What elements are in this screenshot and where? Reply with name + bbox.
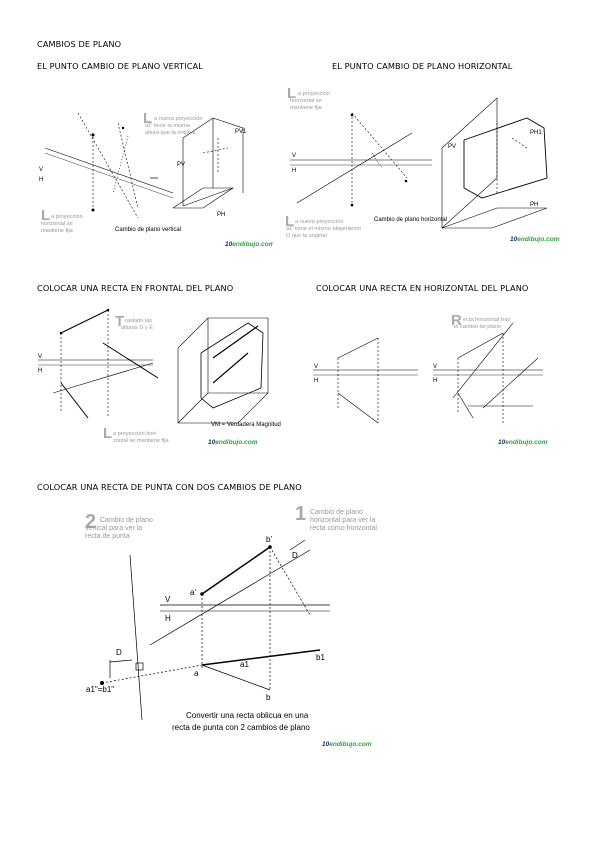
svg-text:2: 2: [85, 511, 96, 533]
fig2-logo: 10endibujo.com: [510, 236, 560, 243]
fig5-logo: 10endibujo.com: [322, 741, 372, 748]
svg-text:V: V: [433, 364, 437, 370]
svg-text:H: H: [433, 378, 437, 384]
figure-recta-frontal: T raslado las alturas D y E L a proyecci…: [38, 308, 281, 446]
section-title-frontal: COLOCAR UNA RECTA EN FRONTAL DEL PLANO: [37, 283, 234, 293]
fig1-note-bottom: a proyección horizontal se mantiene fija: [41, 214, 84, 234]
fig1-note-top-initial: L: [143, 110, 152, 127]
fig4-note-top-initial: R: [451, 312, 462, 329]
svg-text:b: b: [266, 693, 271, 702]
svg-text:D: D: [116, 648, 122, 657]
svg-text:a: a: [194, 669, 199, 678]
fig3-note-top-initial: T: [115, 313, 124, 330]
fig4-logo: 10endibujo.com: [498, 439, 548, 446]
fig1-caption: Cambio de plano vertical: [115, 227, 181, 233]
svg-text:a1: a1: [240, 660, 249, 669]
svg-text:b1: b1: [316, 653, 325, 662]
svg-text:V: V: [165, 595, 171, 604]
fig3-note-bottom: a proyección hori- zontal se mantiene fi…: [113, 431, 170, 444]
fig2-caption: Cambio de plano horizontal: [374, 217, 447, 223]
section-title-punta: COLOCAR UNA RECTA DE PUNTA CON DOS CAMBI…: [37, 482, 302, 492]
fig3-note-bottom-initial: L: [103, 425, 112, 442]
svg-text:V: V: [314, 364, 318, 370]
svg-text:V: V: [39, 167, 43, 173]
svg-text:D: D: [292, 551, 298, 560]
svg-text:V: V: [38, 354, 42, 360]
fig1-note-bottom-initial: L: [41, 207, 50, 224]
fig5-note-1: Cambio de plano horizontal para ver la r…: [310, 509, 377, 532]
fig2-note-bottom: a nueva proyección a1' tiene el mismo al…: [286, 219, 363, 239]
figure-vertical-plane-change: L a nueva proyección a1' tiene la misma …: [39, 110, 273, 248]
section-title-vertical: EL PUNTO CAMBIO DE PLANO VERTICAL: [37, 61, 203, 71]
fig1-label-pv1: PV1: [235, 129, 247, 135]
svg-text:H: H: [165, 614, 171, 623]
fig3-note-top: raslado las alturas D y E: [121, 318, 154, 331]
figure-recta-punta: 1 Cambio de plano horizontal para ver la…: [85, 503, 377, 748]
svg-text:V: V: [292, 153, 296, 159]
svg-text:b': b': [266, 535, 272, 544]
fig2-label-ph1: PH1: [530, 130, 542, 136]
fig1-label-pv: PV: [177, 162, 185, 168]
fig2-label-pv: PV: [448, 144, 456, 150]
svg-text:1: 1: [295, 503, 306, 525]
fig1-label-ph: PH: [217, 212, 225, 218]
svg-text:a': a': [190, 588, 196, 597]
fig2-label-ph: PH: [530, 202, 538, 208]
fig2-note-top: a proyección horizontal se mantiene fija: [290, 91, 331, 111]
svg-text:H: H: [38, 368, 42, 374]
page-title: CAMBIOS DE PLANO: [37, 39, 122, 49]
fig4-note-top: ecta horizontal tras el cambio de plano: [454, 317, 512, 330]
svg-text:H: H: [39, 177, 43, 183]
fig2-note-bottom-initial: L: [285, 213, 294, 230]
fig2-note-top-initial: L: [287, 85, 296, 102]
section-title-horizontal: EL PUNTO CAMBIO DE PLANO HORIZONTAL: [332, 61, 513, 71]
fig1-note-top: a nueva proyección a1' tiene la misma al…: [145, 116, 204, 136]
fig5-caption-line1: Convertir una recta oblicua en una: [186, 711, 309, 720]
svg-text:H: H: [292, 168, 296, 174]
fig5-note-2: Cambio de plano vertical para ver la rec…: [85, 517, 155, 540]
figure-horizontal-plane-change: L a proyección horizontal se mantiene fi…: [285, 85, 560, 243]
svg-text:H: H: [314, 378, 318, 384]
section-title-horizontal-recta: COLOCAR UNA RECTA EN HORIZONTAL DEL PLAN…: [316, 283, 529, 293]
fig5-caption-line2: recta de punta con 2 cambios de plano: [172, 723, 310, 732]
fig3-logo: 10endibujo.com: [208, 439, 258, 446]
fig1-logo: 10endibujo.com: [225, 241, 273, 248]
figure-recta-horizontal: R ecta horizontal tras el cambio de plan…: [313, 312, 548, 446]
svg-text:a1"=b1": a1"=b1": [86, 685, 114, 694]
fig3-caption: VM = Verdadera Magnitud: [211, 422, 281, 428]
